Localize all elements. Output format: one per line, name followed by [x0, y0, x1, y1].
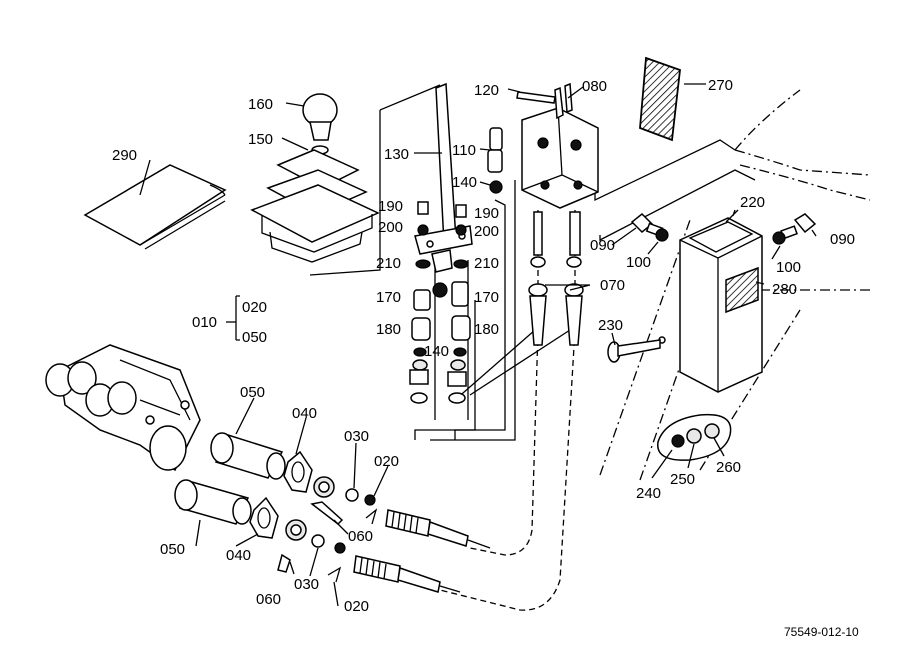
gasket-040-lower [249, 496, 279, 539]
label-020-upper: 020 [374, 453, 399, 470]
decal-270 [639, 56, 681, 142]
hardware-stack-right [432, 204, 471, 404]
label-leaders [139, 83, 817, 607]
washer-100-right [772, 231, 786, 245]
screw-060-upper [310, 501, 344, 525]
rod-end-110 [487, 127, 503, 194]
control-valve [45, 344, 201, 472]
label-060-upper: 060 [348, 528, 373, 545]
label-030-lower: 030 [294, 576, 319, 593]
label-080: 080 [582, 78, 607, 95]
label-020-lower: 020 [344, 598, 369, 615]
label-180-right: 180 [474, 321, 499, 338]
label-020-group: 020 [242, 299, 267, 316]
label-050-group: 050 [242, 329, 267, 346]
label-210-right: 210 [474, 255, 499, 272]
reference-code: 75549-012-10 [784, 625, 859, 639]
label-140-top: 140 [452, 174, 477, 191]
screw-060-lower [277, 553, 291, 573]
shift-boot [250, 149, 380, 263]
label-100-left: 100 [626, 254, 651, 271]
bracket-080 [521, 82, 599, 209]
seal-lower [285, 519, 307, 541]
label-070: 070 [600, 277, 625, 294]
label-130: 130 [384, 146, 409, 163]
label-030-upper: 030 [344, 428, 369, 445]
label-260: 260 [716, 459, 741, 476]
label-270: 270 [708, 77, 733, 94]
cable-housing-lower [353, 555, 461, 593]
label-170-right: 170 [474, 289, 499, 306]
label-090-left: 090 [590, 237, 615, 254]
label-240: 240 [636, 485, 661, 502]
label-040-lower: 040 [226, 547, 251, 564]
label-230: 230 [598, 317, 623, 334]
cable-end-070-right [564, 211, 584, 346]
leader-lines [309, 84, 571, 441]
hardware-stack-left [409, 201, 431, 404]
label-100-right: 100 [776, 259, 801, 276]
label-110: 110 [452, 142, 476, 159]
fitting-030-upper [345, 488, 376, 506]
seal-upper [313, 476, 335, 498]
label-050-lower: 050 [160, 541, 185, 558]
label-060-lower: 060 [256, 591, 281, 608]
sleeve-050-lower [174, 479, 252, 525]
label-090-right: 090 [830, 231, 855, 248]
part-labels: 290 160 150 130 120 110 140 080 270 190 … [112, 77, 859, 639]
cable-end-070-left [528, 211, 548, 346]
label-250: 250 [670, 471, 695, 488]
pin-120 [516, 91, 556, 104]
shift-knob [302, 93, 338, 155]
label-040-upper: 040 [292, 405, 317, 422]
gasket-040-upper [283, 450, 313, 493]
label-280: 280 [772, 281, 797, 298]
label-160: 160 [248, 96, 273, 113]
label-150: 150 [248, 131, 273, 148]
label-120: 120 [474, 82, 499, 99]
fitting-030-lower [311, 534, 346, 554]
cable-housing-upper [385, 509, 491, 549]
label-180-left: 180 [376, 321, 401, 338]
label-050-upper: 050 [240, 384, 265, 401]
label-140-bottom: 140 [424, 343, 449, 360]
label-010: 010 [192, 314, 217, 331]
manual-book [83, 164, 227, 250]
label-200-right: 200 [474, 223, 499, 240]
sleeve-050-upper [210, 432, 286, 480]
clip-020-lower [327, 566, 342, 583]
plate-240 [657, 413, 732, 461]
cover-220 [658, 217, 763, 393]
label-290: 290 [112, 147, 137, 164]
bolt-230 [607, 339, 661, 363]
label-220: 220 [740, 194, 765, 211]
bolt-090-right [780, 213, 817, 240]
clip-020-upper [365, 508, 378, 525]
label-170-left: 170 [376, 289, 401, 306]
label-190-right: 190 [474, 205, 499, 222]
washer-100-left [655, 228, 669, 242]
label-210-left: 210 [376, 255, 401, 272]
label-190-left: 190 [378, 198, 403, 215]
label-200-left: 200 [378, 219, 403, 236]
